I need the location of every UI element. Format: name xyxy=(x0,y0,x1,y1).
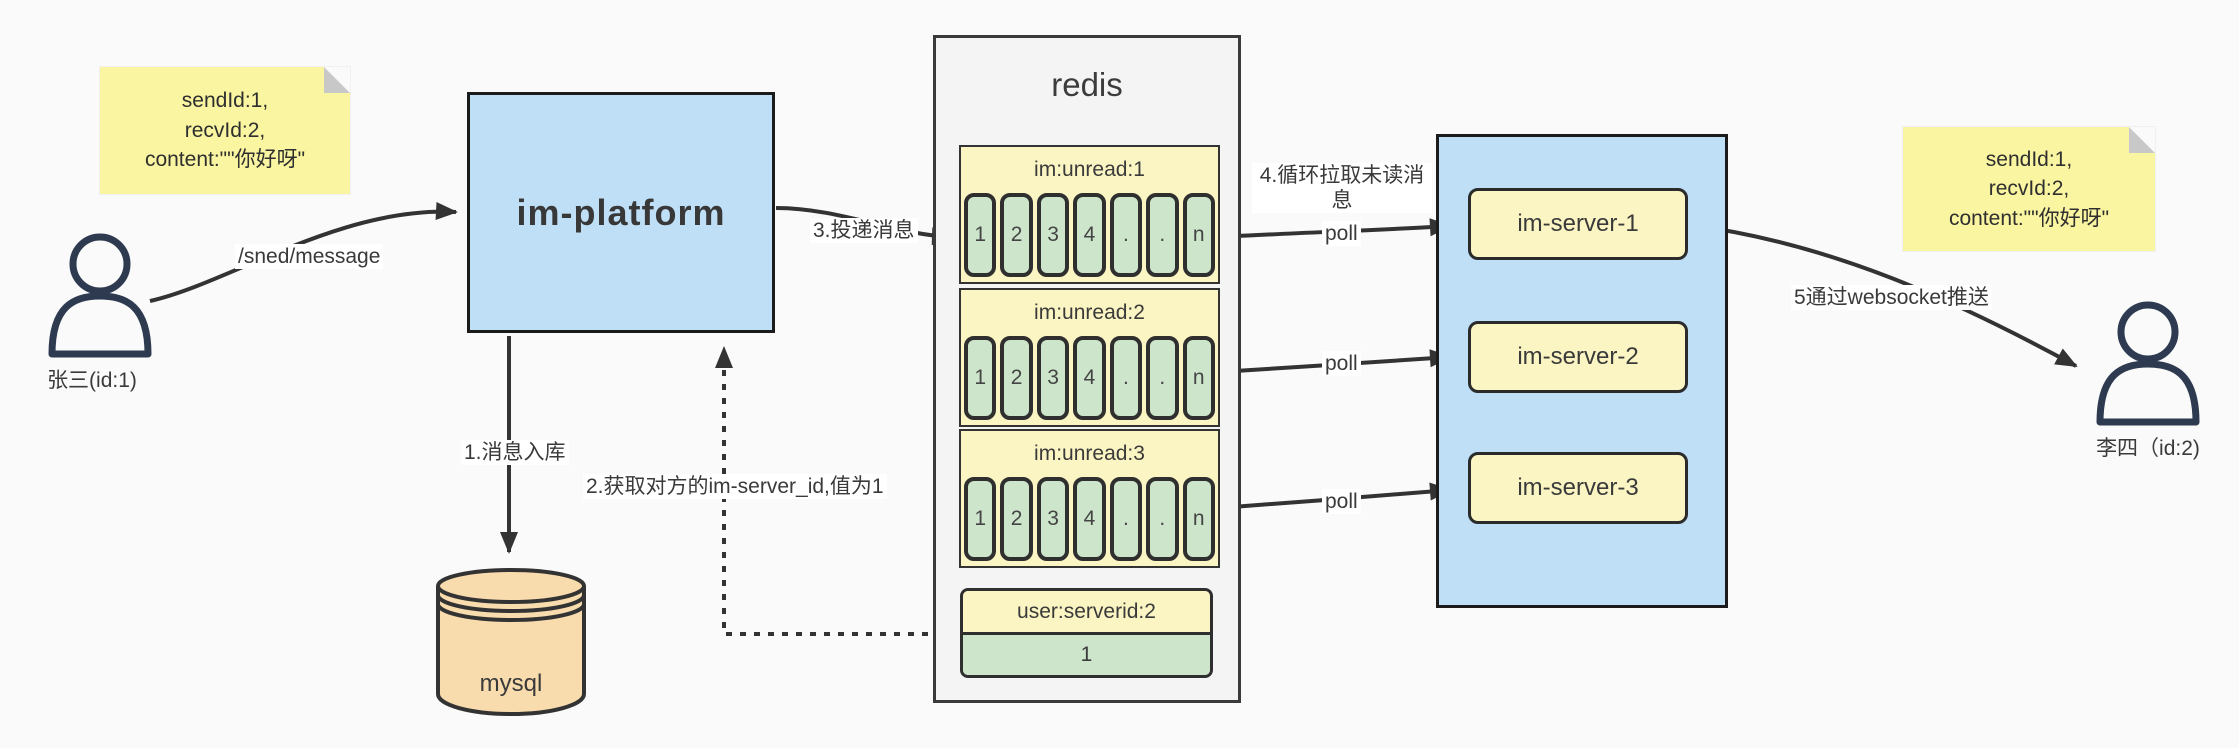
edge-label-step5: 5通过websocket推送 xyxy=(1791,285,1992,311)
queue-cell: . xyxy=(1109,477,1143,561)
edge-label-poll-2: poll xyxy=(1322,351,1361,377)
queue-title: im:unread:3 xyxy=(1034,442,1145,465)
queue-cell: 2 xyxy=(1000,477,1033,561)
sticky-note-receiver: sendId:1, recvId:2, content:""你好呀" xyxy=(1903,127,2155,251)
queue-cell: n xyxy=(1182,336,1215,420)
queue-title: im:unread:2 xyxy=(1034,301,1145,324)
person-receiver-label: 李四（id:2) xyxy=(2096,437,2200,460)
queue-cell: . xyxy=(1109,336,1143,420)
queue-cell: 1 xyxy=(964,336,997,420)
sticky-note-text: sendId:1, recvId:2, content:""你好呀" xyxy=(1948,147,2110,230)
edge-label-send-message: /sned/message xyxy=(235,244,384,270)
note-fold-corner xyxy=(324,67,350,93)
sticky-note-text: sendId:1, recvId:2, content:""你好呀" xyxy=(144,89,306,172)
person-sender-label: 张三(id:1) xyxy=(47,369,137,392)
queue-cell: 2 xyxy=(1000,336,1033,420)
serverid-value: 1 xyxy=(963,635,1210,675)
edge-label-step2: 2.获取对方的im-server_id,值为1 xyxy=(583,474,887,500)
serverid-key: user:serverid:2 xyxy=(963,591,1210,635)
queue-cells: 1 2 3 4 . . n xyxy=(961,193,1218,282)
queue-cell: 3 xyxy=(1036,336,1070,420)
person-sender-icon xyxy=(44,230,156,358)
note-fold-corner xyxy=(2129,127,2155,153)
mysql-label: mysql xyxy=(479,670,543,697)
queue-cell: 4 xyxy=(1073,336,1106,420)
im-server-3-box: im-server-3 xyxy=(1468,452,1688,524)
queue-cell: n xyxy=(1182,477,1215,561)
queue-cell: . xyxy=(1109,193,1143,277)
queue-cell: 3 xyxy=(1036,477,1070,561)
queue-cell: 3 xyxy=(1036,193,1070,277)
redis-title: redis xyxy=(1051,66,1123,103)
queue-cell: 1 xyxy=(964,193,997,277)
queue-cell: . xyxy=(1146,477,1179,561)
edge-label-poll-1: poll xyxy=(1322,221,1361,247)
database-cylinder-icon xyxy=(436,568,586,716)
queue-title: im:unread:1 xyxy=(1034,158,1145,181)
redis-queue-unread-1: im:unread:1 1 2 3 4 . . n xyxy=(959,145,1220,284)
mysql-database: mysql xyxy=(435,568,587,718)
edge-label-step4: 4.循环拉取未读消息 xyxy=(1252,163,1432,214)
queue-cell: n xyxy=(1182,193,1215,277)
person-icon xyxy=(48,233,152,358)
queue-cell: 4 xyxy=(1073,193,1106,277)
queue-cell: 2 xyxy=(1000,193,1033,277)
im-platform-label: im-platform xyxy=(516,191,726,233)
redis-user-serverid-box: user:serverid:2 1 xyxy=(960,588,1213,678)
edge-label-step1: 1.消息入库 xyxy=(461,440,569,466)
edge-label-step3: 3.投递消息 xyxy=(810,218,918,244)
queue-cells: 1 2 3 4 . . n xyxy=(961,336,1218,425)
sticky-note-sender: sendId:1, recvId:2, content:""你好呀" xyxy=(100,67,350,194)
queue-cell: . xyxy=(1146,336,1179,420)
person-receiver-icon xyxy=(2092,298,2204,426)
im-server-1-box: im-server-1 xyxy=(1468,188,1688,260)
queue-cell: 1 xyxy=(964,477,997,561)
redis-queue-unread-3: im:unread:3 1 2 3 4 . . n xyxy=(959,429,1220,568)
queue-cells: 1 2 3 4 . . n xyxy=(961,477,1218,566)
im-server-2-box: im-server-2 xyxy=(1468,321,1688,393)
im-platform-box: im-platform xyxy=(467,92,775,333)
queue-cell: 4 xyxy=(1073,477,1106,561)
person-icon xyxy=(2096,301,2200,426)
redis-queue-unread-2: im:unread:2 1 2 3 4 . . n xyxy=(959,288,1220,427)
edge-label-poll-3: poll xyxy=(1322,489,1361,515)
queue-cell: . xyxy=(1146,193,1179,277)
